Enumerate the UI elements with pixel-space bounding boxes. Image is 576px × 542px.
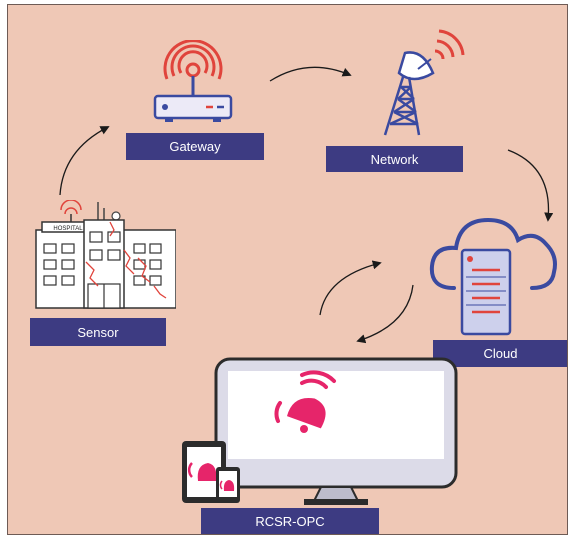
network-label: Network xyxy=(326,146,463,172)
arrow-cloud-to-app xyxy=(356,284,414,344)
arrow-app-to-cloud xyxy=(319,260,382,316)
arrow-gateway-to-network xyxy=(269,66,352,82)
monitor-alarm-icon xyxy=(182,357,458,505)
building-sign: HOSPITAL xyxy=(53,226,83,232)
tablet-bell-icon xyxy=(187,462,217,481)
network-node xyxy=(363,25,473,140)
bell-alarm-icon xyxy=(274,370,336,433)
sensor-label: Sensor xyxy=(30,318,166,346)
cloud-server-icon xyxy=(429,217,557,336)
gateway-label: Gateway xyxy=(126,133,264,160)
sensor-node: HOSPITAL xyxy=(26,200,176,310)
cloud-label: Cloud xyxy=(433,340,567,367)
app-label: RCSR-OPC xyxy=(201,508,379,534)
app-node xyxy=(176,353,466,508)
antenna-tower-icon xyxy=(383,29,465,136)
cloud-node xyxy=(426,200,561,340)
gateway-node xyxy=(143,40,243,125)
arrow-sensor-to-gateway xyxy=(59,126,110,196)
arrow-network-to-cloud xyxy=(507,149,554,222)
router-icon xyxy=(153,40,233,122)
flow-arrows xyxy=(59,66,554,344)
phone-bell-icon xyxy=(219,480,235,491)
damaged-building-icon: HOSPITAL xyxy=(35,200,176,309)
diagram-canvas: Gateway xyxy=(7,4,568,535)
